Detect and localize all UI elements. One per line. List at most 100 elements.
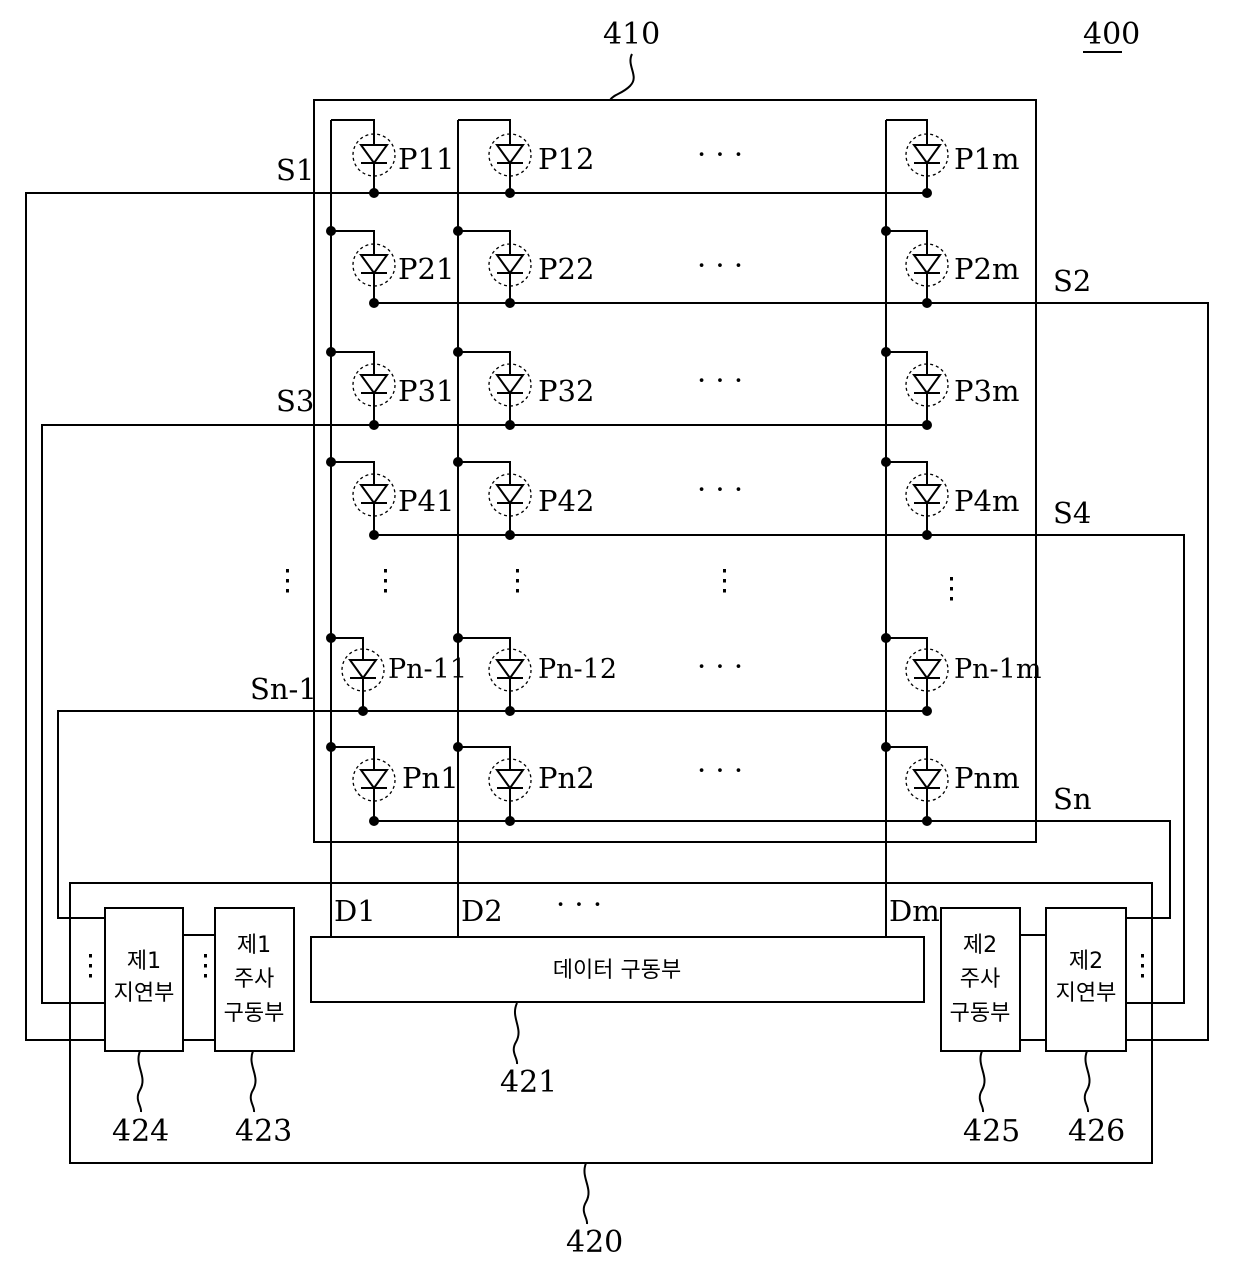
pixel-label: P32: [538, 374, 594, 408]
pixel-branch: [886, 747, 927, 766]
ref-board-leader: [584, 1163, 589, 1224]
ellipsis: · · ·: [697, 137, 743, 171]
ref-scan1-leader: [251, 1051, 256, 1112]
pixel-label: P3m: [954, 374, 1019, 408]
diode-icon: [497, 375, 523, 393]
scan-line-sn-1: [58, 711, 927, 918]
pixel-label: P1m: [954, 142, 1019, 176]
diode-icon: [914, 770, 940, 788]
pixel-branch: [458, 120, 510, 141]
data-label-d1: D1: [334, 894, 376, 928]
diode-icon: [361, 375, 387, 393]
ref-device: 400: [1083, 17, 1140, 52]
ellipsis-v: ⋮: [273, 563, 302, 597]
ref-panel-leader: [610, 54, 634, 100]
pixel-label: Pn1: [402, 761, 459, 795]
pixel-branch: [331, 120, 374, 141]
pixel-label: Pn2: [538, 761, 595, 795]
pixel-cell: [881, 226, 948, 308]
pixel-branch: [886, 638, 927, 656]
pixel-branch: [331, 638, 363, 656]
pixel-cell: [458, 120, 531, 198]
row-ellipses: ⋮ ⋮ ⋮ ⋮ ⋮: [273, 563, 966, 605]
pixel-cell: [326, 226, 395, 308]
diode-icon: [914, 485, 940, 503]
data-label-dm: Dm: [889, 894, 940, 928]
ref-driver-board: 420: [566, 1225, 623, 1260]
pixel-cell: [326, 633, 384, 716]
ellipsis-v: ⋮: [503, 563, 532, 597]
delay-unit-2-label: 지연부: [1056, 981, 1117, 1006]
diode-icon: [497, 485, 523, 503]
scan-driver-2-label: 구동부: [950, 1001, 1011, 1026]
pixel-label: Pn-12: [538, 654, 617, 685]
pixel-cell: [331, 120, 395, 198]
junction-dot: [326, 742, 336, 752]
pixel-cell: [886, 120, 948, 198]
ref-scan-driver-1: 423: [235, 1114, 292, 1149]
delay-unit-1-box: [105, 908, 183, 1051]
diode-icon: [497, 770, 523, 788]
pixel-cell: [453, 742, 531, 826]
junction-dot: [881, 633, 891, 643]
diode-icon: [497, 255, 523, 273]
pixel-cell: [326, 742, 395, 826]
pixel-branch: [886, 352, 927, 371]
pixel-cell: [881, 347, 948, 430]
pixel-label: P12: [538, 142, 594, 176]
pixel-label: P2m: [954, 252, 1019, 286]
scan-line-group: [26, 193, 1208, 1040]
delay-unit-2-label: 제2: [1069, 949, 1103, 974]
junction-dot: [881, 457, 891, 467]
pixel-branch: [331, 747, 374, 766]
junction-dot: [326, 633, 336, 643]
ellipsis-v: ⋮: [937, 571, 966, 605]
pixel-branch: [458, 352, 510, 371]
pixel-cell: [453, 457, 531, 540]
junction-dot: [881, 742, 891, 752]
scan-label-sn-1: Sn-1: [250, 672, 317, 706]
ref-scan-driver-2: 425: [963, 1114, 1020, 1149]
ref-data-driver-leader: [514, 1003, 519, 1064]
junction-dot: [453, 347, 463, 357]
junction-dot: [881, 347, 891, 357]
pixel-branch: [886, 231, 927, 251]
scan-label-s4: S4: [1053, 496, 1091, 530]
pixel-label: P42: [538, 484, 594, 518]
pixel-branch: [458, 747, 510, 766]
pixel-label: P41: [398, 484, 454, 518]
ellipsis: · · ·: [697, 649, 743, 683]
ellipsis-v: ⋮: [371, 563, 400, 597]
ellipsis: · · ·: [697, 472, 743, 506]
pixel-cell: [453, 347, 531, 430]
scan-label-sn: Sn: [1053, 782, 1092, 816]
pixel-branch: [886, 120, 927, 141]
ellipsis-v: ⋮: [76, 948, 105, 982]
scan-driver-1-label: 제1: [237, 933, 271, 958]
pixel-branch: [331, 231, 374, 251]
diode-icon: [361, 255, 387, 273]
pixel-branch: [886, 462, 927, 481]
pixel-label: Pn-11: [388, 654, 467, 685]
ref-delay-1: 424: [112, 1114, 169, 1149]
diode-icon: [361, 770, 387, 788]
ref-delay-2: 426: [1068, 1114, 1125, 1149]
pixel-label: P31: [398, 374, 454, 408]
diode-icon: [350, 660, 376, 678]
pixel-cell: [326, 347, 395, 430]
data-label-d2: D2: [461, 894, 503, 928]
ellipsis: · · ·: [697, 753, 743, 787]
diode-icon: [914, 660, 940, 678]
pixel-label: P22: [538, 252, 594, 286]
ellipsis-v: ⋮: [191, 948, 220, 982]
pixel-array: [326, 120, 948, 826]
diode-icon: [914, 255, 940, 273]
pixel-label: Pn-1m: [954, 654, 1041, 685]
scan-driver-2-label: 주사: [960, 967, 1000, 992]
delay-unit-1-label: 제1: [127, 949, 161, 974]
delay-unit-2-box: [1046, 908, 1126, 1051]
pixel-branch: [331, 462, 374, 481]
ellipsis-v: ⋮: [1128, 948, 1157, 982]
ref-scan2-leader: [980, 1051, 985, 1112]
diode-icon: [914, 145, 940, 163]
